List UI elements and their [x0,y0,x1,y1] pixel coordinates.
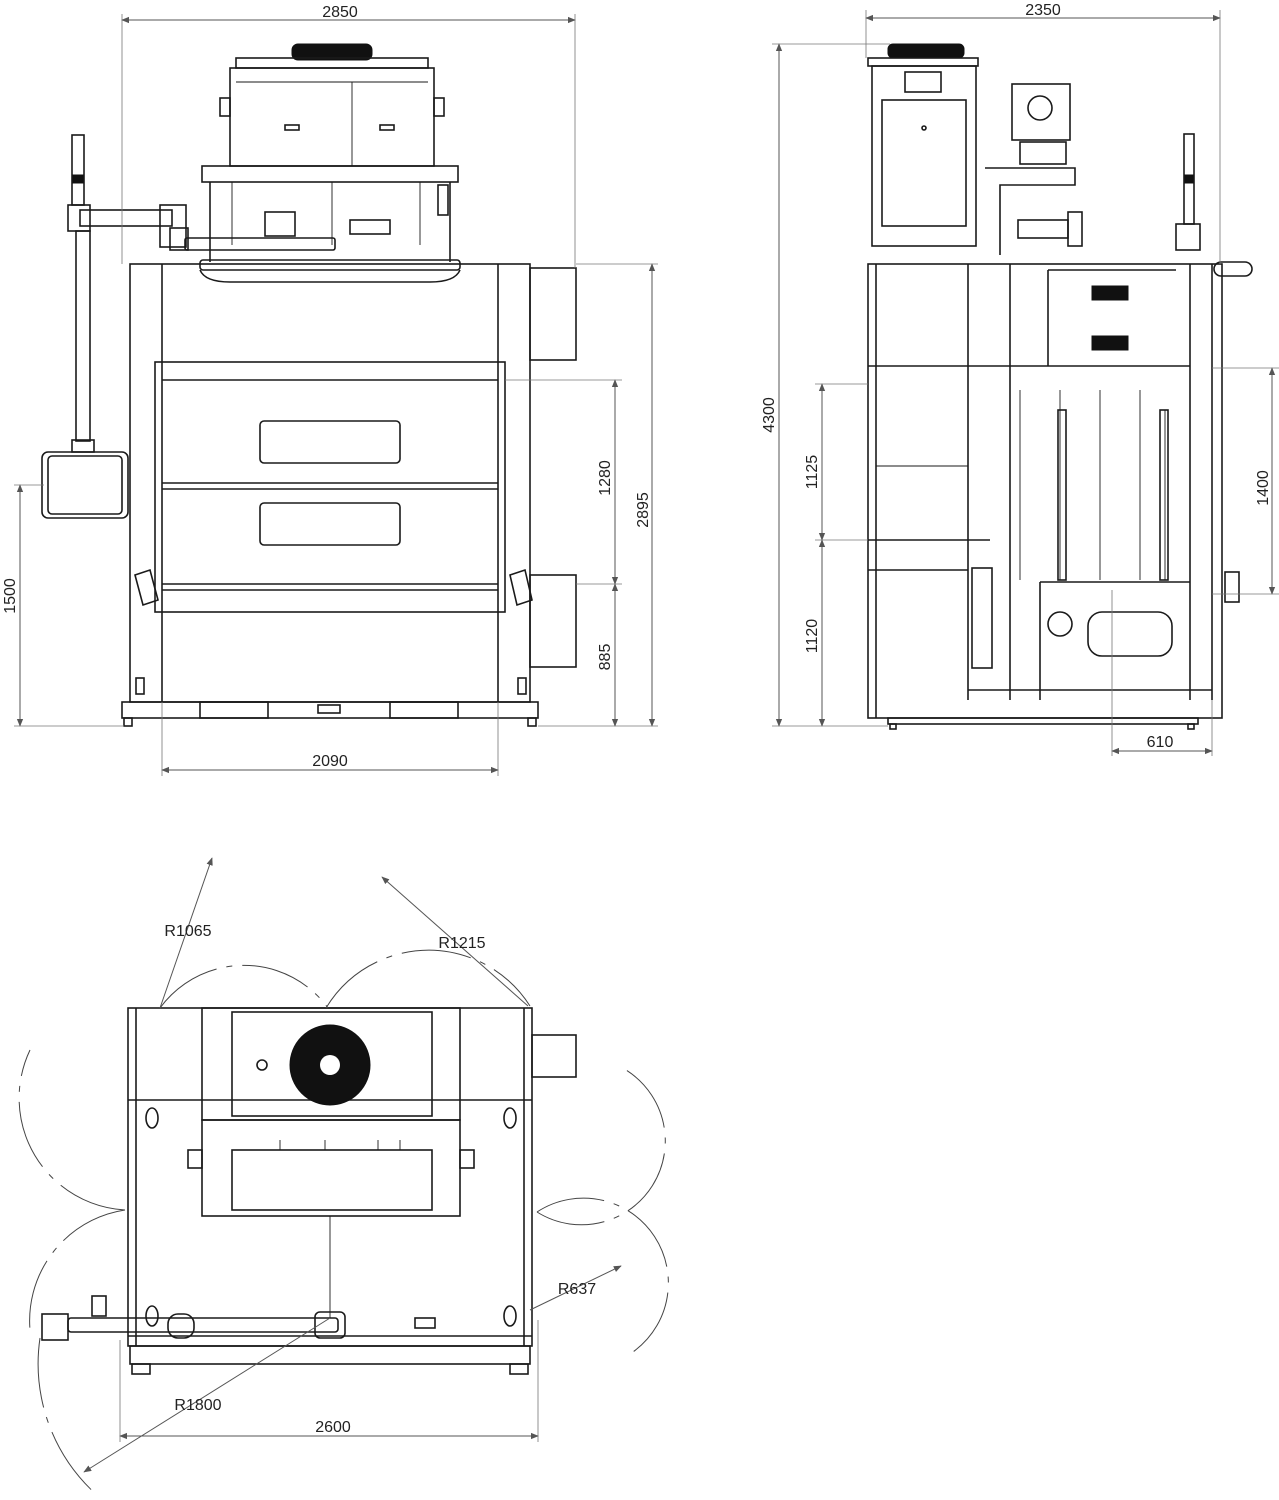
top-view: R1065 R1215 R637 R1800 2600 [18,857,669,1497]
dim-radius-1800: R1800 [174,1397,221,1414]
dim-side-height-1120: 1120 [804,619,821,654]
dim-radius-637: R637 [558,1281,596,1298]
dim-side-height-1400: 1400 [1255,470,1272,506]
dim-front-height-2895: 2895 [635,492,652,528]
dim-radius-1065: R1065 [164,923,211,940]
dim-side-height-1125: 1125 [804,455,821,490]
dim-side-depth-610: 610 [1147,734,1174,751]
front-view: 2850 2090 1500 1280 885 2895 [2,4,658,776]
dim-radius-1215: R1215 [438,935,485,952]
dim-front-height-885: 885 [597,644,614,671]
dim-front-height-1500: 1500 [2,578,19,614]
dim-side-width: 2350 [1025,2,1061,19]
dim-front-width: 2850 [322,4,358,21]
fan-side-icon [887,43,965,59]
dim-front-height-1280: 1280 [597,460,614,496]
fan-top-icon [291,43,373,61]
dim-top-width: 2600 [315,1419,351,1436]
dim-side-height: 4300 [761,397,778,433]
side-view: 2350 4300 1125 1120 1400 610 [761,2,1279,756]
dim-front-base-width: 2090 [312,753,348,770]
